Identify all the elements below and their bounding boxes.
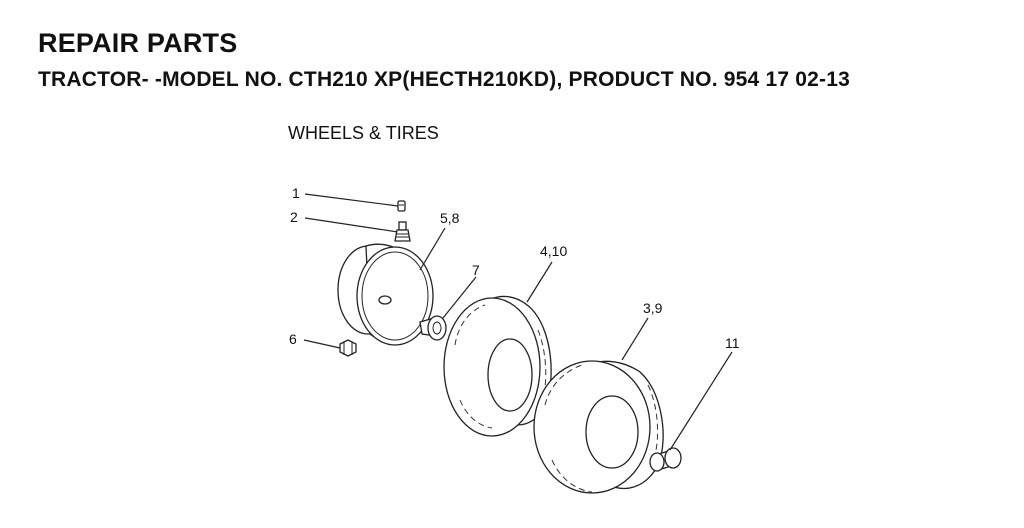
leader-7 [442,276,477,319]
leader-6 [303,339,341,349]
part-front-tire [443,261,553,437]
callout-1: 1 [292,185,300,201]
part-valve-stem [304,217,411,242]
part-fitting [303,339,357,357]
page-title: REPAIR PARTS [38,28,238,58]
section-title: WHEELS & TIRES [288,123,439,143]
leader-11 [669,351,733,451]
callout-11: 11 [725,335,740,351]
leader-3-9 [621,317,649,361]
leader-5-8 [419,227,446,271]
callout-5-8: 5,8 [440,210,460,226]
part-rim [337,227,446,346]
callout-2: 2 [290,209,298,225]
part-spacer [649,351,733,472]
leader-4-10 [526,261,553,303]
callout-4-10: 4,10 [540,243,567,259]
part-rear-tire [533,317,664,494]
leader-1 [304,193,399,207]
model-subtitle: TRACTOR- -MODEL NO. CTH210 XP(HECTH210KD… [38,68,850,91]
part-bushing [419,276,477,341]
callout-7: 7 [472,262,480,278]
callout-3-9: 3,9 [643,300,663,316]
part-valve-cap [304,193,406,212]
leader-2 [304,217,399,233]
callout-6: 6 [289,331,297,347]
